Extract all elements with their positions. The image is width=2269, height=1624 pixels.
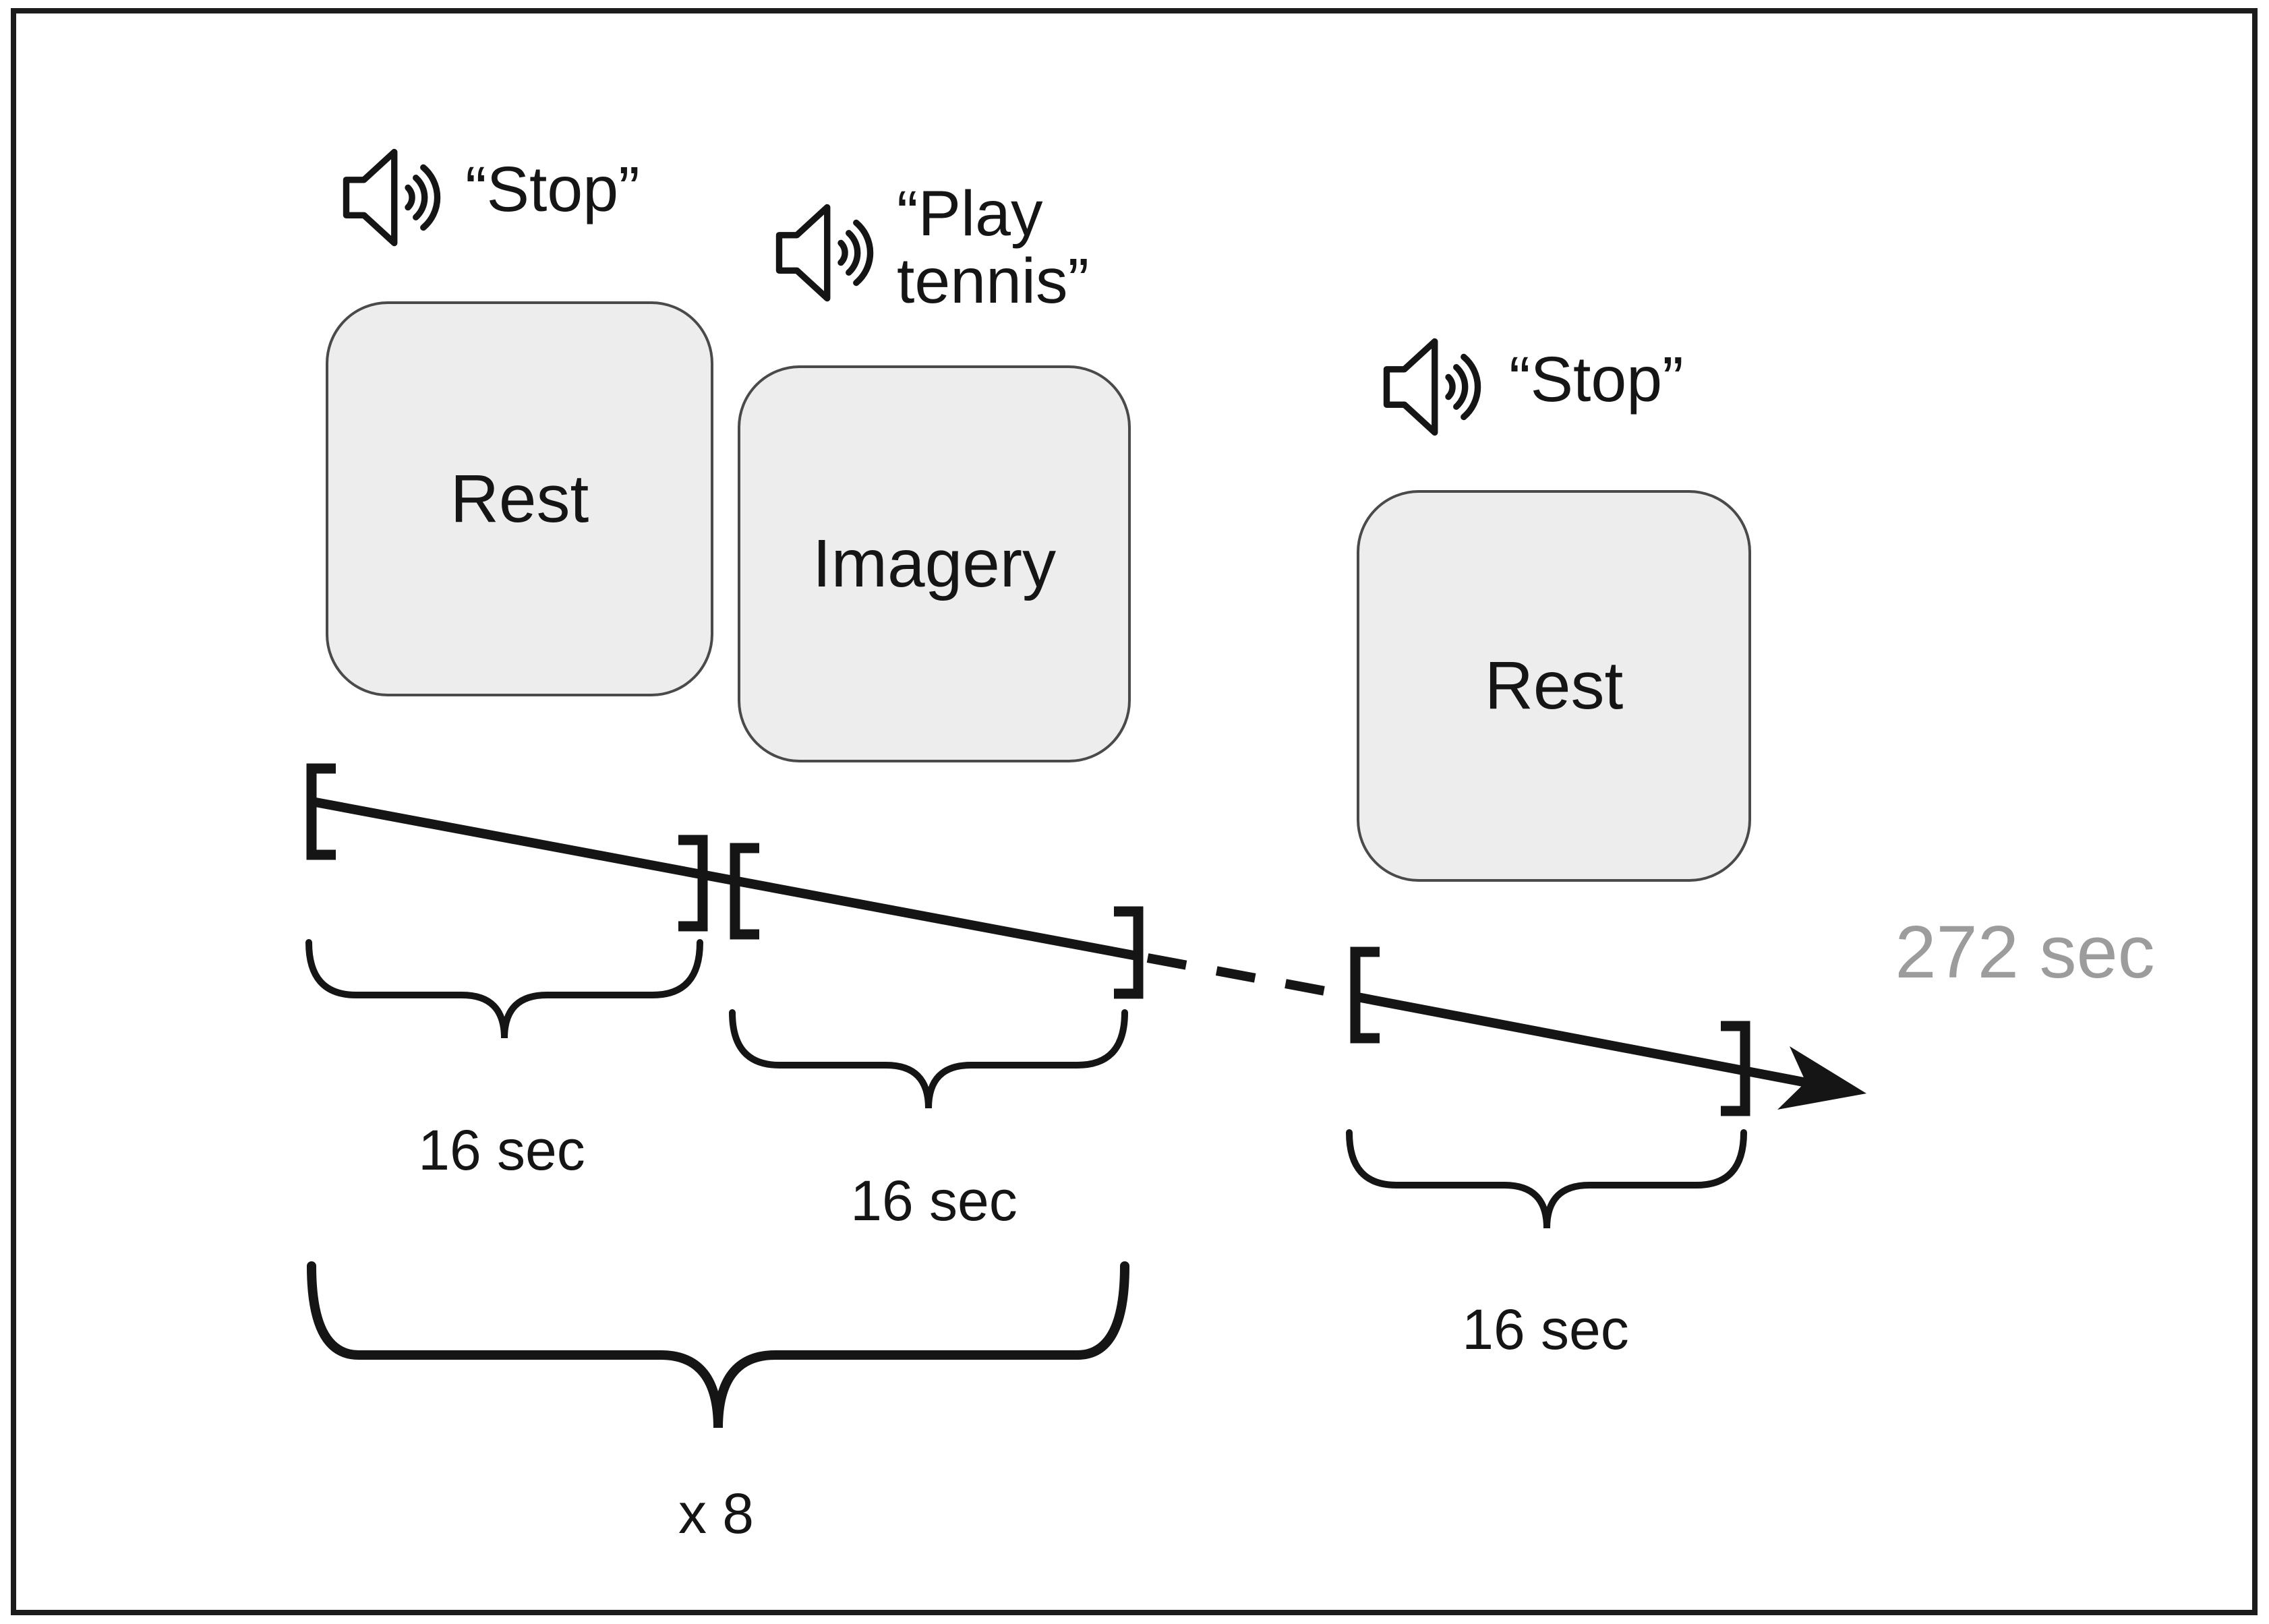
underbrace-interval-3 <box>1346 1129 1747 1229</box>
sound-wave-medium <box>413 175 428 220</box>
cue-label-line: “Play <box>897 178 1043 249</box>
interval-bracket-close-1 <box>678 835 708 932</box>
speaker-cone <box>775 204 831 302</box>
timeline-segment-solid-1 <box>314 798 1138 961</box>
cue-label-stop-1: “Stop” <box>465 154 640 225</box>
figure-frame <box>11 8 2258 1615</box>
speaker-cone <box>343 148 398 247</box>
cue-label-stop-2: “Stop” <box>1509 344 1684 415</box>
sound-wave-small <box>1445 373 1456 400</box>
interval-bracket-open-1 <box>306 763 336 860</box>
duration-label-2: 16 sec <box>850 1169 1018 1232</box>
sound-wave-medium <box>846 230 861 276</box>
timeline-segment-solid-2 <box>1353 992 1812 1088</box>
block-label: Rest <box>1484 648 1624 723</box>
sound-wave-small <box>837 239 848 266</box>
block-rest-2: Rest <box>1357 490 1751 882</box>
duration-label-1: 16 sec <box>418 1118 585 1182</box>
interval-bracket-close-2 <box>1114 906 1144 999</box>
speaker-cone <box>1383 338 1438 436</box>
repeat-label: x 8 <box>678 1482 755 1545</box>
speaker-icon <box>775 204 874 302</box>
interval-bracket-open-2 <box>730 843 759 940</box>
block-label: Imagery <box>812 526 1057 601</box>
interval-bracket-close-3 <box>1721 1021 1750 1116</box>
block-imagery: Imagery <box>738 365 1131 762</box>
cue-label-line: tennis” <box>897 245 1090 317</box>
block-label: Rest <box>450 460 589 537</box>
timeline-segment-dashed <box>1146 953 1351 1000</box>
interval-bracket-open-3 <box>1350 946 1380 1044</box>
underbrace-repeat <box>307 1261 1129 1428</box>
total-duration-label: 272 sec <box>1895 911 2155 994</box>
cue-label-play-tennis: “Play tennis” <box>897 178 1090 317</box>
underbrace-interval-2 <box>729 1009 1128 1109</box>
sound-wave-medium <box>1453 364 1469 410</box>
block-rest-1: Rest <box>326 301 713 696</box>
sound-wave-large <box>420 164 441 231</box>
speaker-icon <box>343 148 441 247</box>
speaker-icon <box>1383 338 1481 436</box>
duration-label-3: 16 sec <box>1462 1298 1629 1361</box>
timeline-arrowhead <box>1777 1046 1866 1110</box>
sound-wave-large <box>1461 353 1481 421</box>
underbrace-interval-1 <box>305 939 703 1039</box>
sound-wave-small <box>405 184 415 211</box>
sound-wave-large <box>853 219 874 287</box>
